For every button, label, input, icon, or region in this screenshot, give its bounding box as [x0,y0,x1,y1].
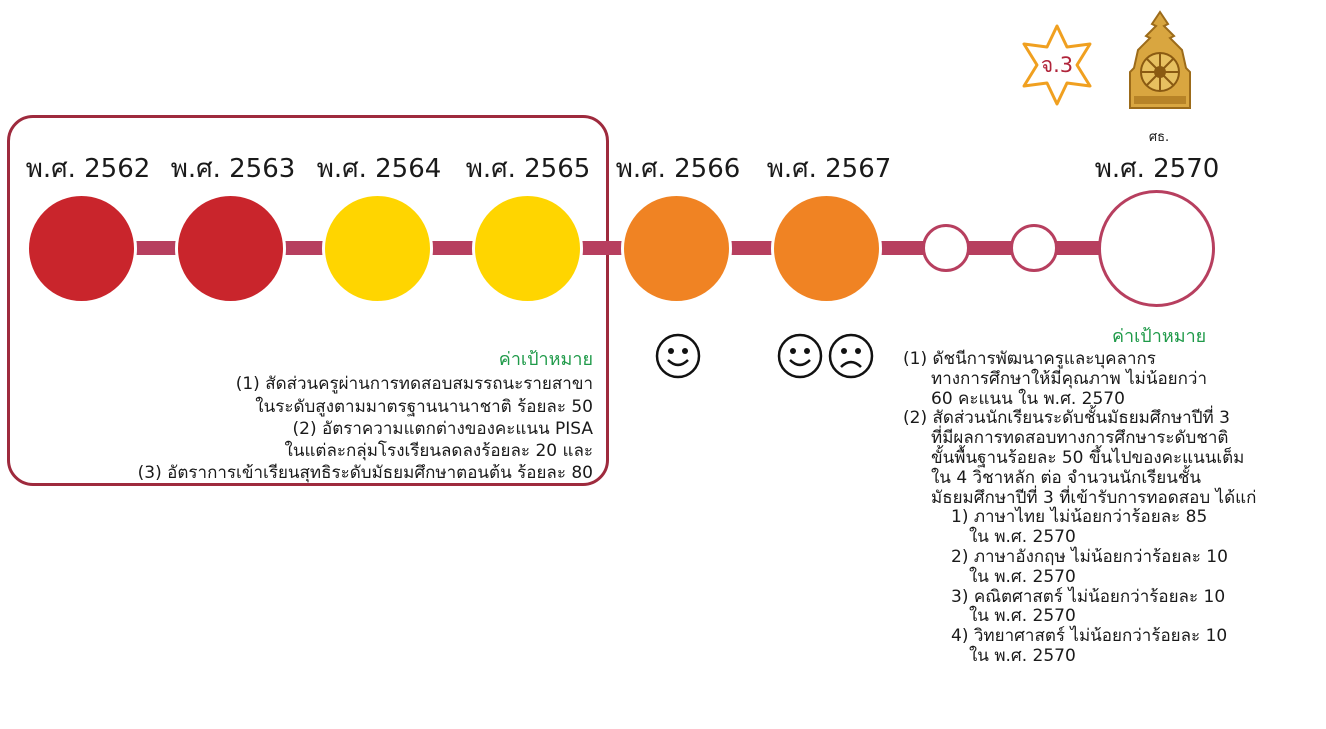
milestone-circle-2567 [771,193,882,304]
target-item: (1) ดัชนีการพัฒนาครูและบุคลากร [903,349,1156,369]
target-item: ใน 4 วิชาหลัก ต่อ จำนวนนักเรียนชั้น [931,467,1202,488]
milestone-circle-2565 [472,193,583,304]
target-item: (2) สัดส่วนนักเรียนระดับชั้นมัธยมศึกษาปี… [903,408,1230,429]
milestone-circle-2562 [26,193,137,304]
target-heading: ค่าเป้าหมาย [1112,326,1207,347]
target-item: ที่มีผลการทดสอบทางการศึกษาระดับชาติ [931,428,1229,449]
milestone-circle-2564 [322,193,433,304]
target-item: ในระดับสูงตามมาตรฐานนานาชาติ ร้อยละ 50 [255,396,593,417]
right-target-block: (1) ดัชนีการพัฒนาครูและบุคลากร ทางการศึก… [903,349,1257,667]
target-item: 4) วิทยาศาสตร์ ไม่น้อยกว่าร้อยละ 10 [951,626,1228,647]
target-item: มัธยมศึกษาปีที่ 3 ที่เข้ารับการทอดสอบ ได… [931,487,1257,508]
target-item: ใน พ.ศ. 2570 [969,566,1076,587]
target-item: ใน พ.ศ. 2570 [969,645,1076,666]
year-label: พ.ศ. 2565 [465,154,591,184]
target-item: ทางการศึกษาให้มีคุณภาพ ไม่น้อยกว่า [931,368,1208,389]
target-item: 60 คะแนน ใน พ.ศ. 2570 [931,388,1125,409]
year-label: พ.ศ. 2563 [170,154,296,184]
target-item: (2) อัตราความแตกต่างของคะแนน PISA [292,418,594,439]
intermediate-circle [1010,224,1058,272]
year-label: พ.ศ. 2566 [615,154,741,184]
year-label: พ.ศ. 2562 [25,154,151,184]
target-item: ในแต่ละกลุ่มโรงเรียนลดลงร้อยละ 20 และ [284,441,593,462]
smile-icon [654,332,702,384]
year-label: พ.ศ. 2570 [1094,154,1220,184]
emblem-caption: ศธ. [1148,130,1170,145]
ministry-emblem [1124,10,1196,118]
left-target-block: ค่าเป้าหมาย (1) สัดส่วนครูผ่านการทดสอบสม… [138,349,593,485]
target-item: ขั้นพื้นฐานร้อยละ 50 ขึ้นไปของคะแนนเต็ม [931,447,1245,468]
target-item: ใน พ.ศ. 2570 [969,527,1076,548]
badge-label: จ.3 [1040,53,1074,77]
frown-icon [827,332,875,384]
star-icon [1022,24,1092,106]
year-label: พ.ศ. 2567 [766,154,892,184]
milestone-circle-2570 [1098,190,1215,307]
target-item: 2) ภาษาอังกฤษ ไม่น้อยกว่าร้อยละ 10 [951,546,1228,567]
emblem-icon [1129,10,1191,109]
intermediate-circle [922,224,970,272]
target-item: 3) คณิตศาสตร์ ไม่น้อยกว่าร้อยละ 10 [951,586,1226,607]
target-item: 1) ภาษาไทย ไม่น้อยกว่าร้อยละ 85 [951,507,1208,528]
milestone-circle-2563 [175,193,286,304]
year-label: พ.ศ. 2564 [316,154,442,184]
smile-icon [776,332,824,384]
target-item: ใน พ.ศ. 2570 [969,606,1076,627]
target-item: (3) อัตราการเข้าเรียนสุทธิระดับมัธยมศึกษ… [137,463,593,484]
completed-years-frame [7,115,609,486]
target-heading: ค่าเป้าหมาย [498,349,593,370]
badge-star: จ.3 [1015,23,1099,111]
target-item: (1) สัดส่วนครูผ่านการทดสอบสมรรถนะรายสาขา [235,374,593,395]
milestone-circle-2566 [621,193,732,304]
